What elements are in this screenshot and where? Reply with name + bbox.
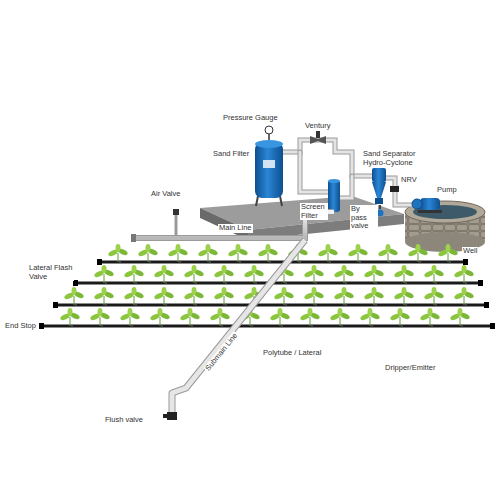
plant: [153, 265, 174, 284]
plant: [359, 308, 380, 327]
plant: [363, 287, 384, 306]
plant: [407, 244, 428, 263]
plant: [303, 265, 324, 284]
plant: [227, 244, 248, 263]
screen-filter: [328, 179, 340, 212]
part-label: NRV: [400, 176, 418, 185]
plant: [209, 308, 230, 327]
part-label: Ventury: [304, 122, 331, 131]
part-label: Submain Line: [204, 331, 241, 374]
plant: [299, 308, 320, 327]
plant: [213, 287, 234, 306]
part-label: Air Valve: [150, 190, 181, 199]
plant: [213, 265, 234, 284]
plant: [123, 265, 144, 284]
lateral-valve: [490, 323, 495, 329]
plant: [59, 308, 80, 327]
part-label: By pass valve: [350, 205, 378, 231]
plant: [423, 265, 444, 284]
plant: [93, 287, 114, 306]
part-label: Pressure Gauge: [222, 114, 279, 123]
plant: [257, 244, 278, 263]
plant: [137, 244, 158, 263]
plant: [183, 287, 204, 306]
lateral-valve: [463, 259, 468, 265]
plant: [453, 265, 474, 284]
plant: [419, 308, 440, 327]
part-label: Polytube / Lateral: [262, 349, 322, 358]
plant: [93, 265, 114, 284]
venturi: [310, 130, 326, 144]
plant: [123, 287, 144, 306]
part-label: Pump: [436, 186, 458, 195]
plant: [329, 308, 350, 327]
part-label: Well: [462, 247, 478, 256]
lateral-pipe: [76, 281, 480, 284]
plant: [63, 287, 84, 306]
part-label: Dripper/Emitter: [384, 364, 436, 373]
plant: [333, 287, 354, 306]
plant: [107, 244, 128, 263]
plant: [449, 308, 470, 327]
part-label: Main Line: [218, 224, 253, 233]
plant: [317, 244, 338, 263]
end-stop: [39, 323, 44, 329]
lateral-pipe: [56, 303, 486, 306]
plant: [363, 265, 384, 284]
air-valve: [173, 209, 179, 236]
plant: [153, 287, 174, 306]
plant: [347, 244, 368, 263]
plant: [303, 287, 324, 306]
lateral-valve: [478, 280, 483, 286]
hydro-cyclone: [372, 168, 386, 204]
plant: [197, 244, 218, 263]
plant: [393, 287, 414, 306]
part-label: Sand Separator Hydro-Cyclone: [362, 150, 428, 167]
plant: [273, 287, 294, 306]
part-label: Lateral Flash Valve: [28, 264, 74, 281]
plant: [423, 287, 444, 306]
plant: [437, 244, 458, 263]
plant: [183, 265, 204, 284]
pressure-gauge: [265, 126, 273, 140]
plant: [119, 308, 140, 327]
end-stop: [53, 302, 58, 308]
part-label: End Stop: [4, 322, 37, 331]
part-label: Sand Filter: [212, 150, 250, 159]
plant: [333, 265, 354, 284]
plant: [243, 265, 264, 284]
plant: [453, 287, 474, 306]
plant: [269, 308, 290, 327]
plant: [377, 244, 398, 263]
plant: [389, 308, 410, 327]
plant: [167, 244, 188, 263]
plant: [149, 308, 170, 327]
sand-filter: [255, 140, 283, 206]
lateral-valve: [484, 302, 489, 308]
plant: [393, 265, 414, 284]
part-label: Flush valve: [104, 416, 144, 425]
lateral-pipe: [42, 324, 492, 327]
part-label: Screen Filter: [300, 203, 328, 220]
laterals: [39, 259, 495, 329]
flush-valve: [163, 412, 177, 420]
end-stop: [97, 259, 102, 265]
head-pipes: [283, 140, 430, 205]
pump: [412, 198, 442, 213]
nrv-valve: [390, 186, 399, 192]
plant: [89, 308, 110, 327]
plant: [179, 308, 200, 327]
submain-line: [172, 240, 305, 414]
